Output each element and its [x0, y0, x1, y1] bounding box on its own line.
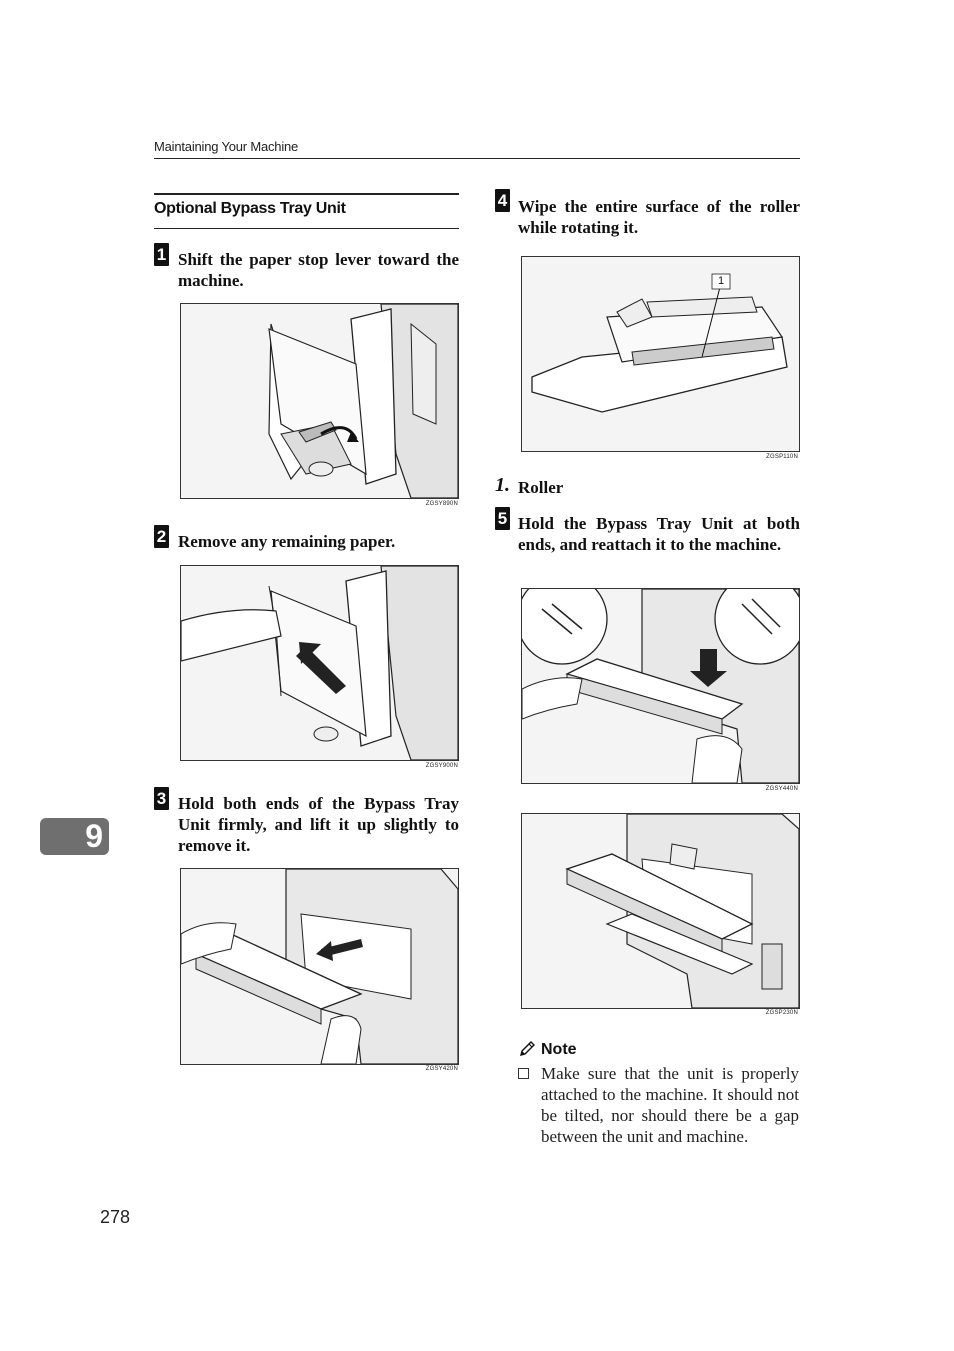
header-rule: [154, 158, 800, 159]
step-2-text: Remove any remaining paper.: [178, 532, 396, 551]
figure-code-5b: ZGSP230N: [765, 1010, 798, 1016]
figure-code-2: ZGSY900N: [425, 763, 458, 769]
chapter-tab: 9: [40, 818, 109, 855]
running-header: Maintaining Your Machine: [154, 139, 299, 154]
checkbox-icon: [518, 1068, 529, 1079]
legend-label: Roller: [518, 478, 564, 497]
pencil-icon: [518, 1040, 536, 1058]
step-number-5: 5: [495, 507, 510, 530]
figure-code-3: ZGSY420N: [425, 1066, 458, 1072]
step-5-text: Hold the Bypass Tray Unit at both ends, …: [518, 514, 800, 554]
note-title: Note: [541, 1041, 577, 1058]
figure-step-1: [180, 303, 459, 499]
figure-step-5a: [521, 588, 800, 784]
lift-tray-unit-illustration: [181, 869, 458, 1064]
step-4-text: Wipe the entire surface of the roller wh…: [518, 197, 800, 237]
tray-attached-illustration: [522, 814, 799, 1008]
paper-stop-lever-illustration: [181, 304, 458, 498]
remove-paper-illustration: [181, 566, 458, 760]
figure-step-2: [180, 565, 459, 761]
note-item-1: Make sure that the unit is properly atta…: [541, 1064, 799, 1146]
figure-code-5a: ZGSY440N: [765, 786, 798, 792]
section-title: Optional Bypass Tray Unit: [154, 200, 346, 217]
step-number-1: 1: [154, 243, 169, 266]
figure-step-4: 1: [521, 256, 800, 452]
callout-number-1: 1: [717, 275, 725, 287]
page-number: 278: [100, 1207, 131, 1227]
step-1-text: Shift the paper stop lever toward the ma…: [178, 250, 459, 290]
roller-cleaning-illustration: [522, 257, 799, 451]
step-number-3: 3: [154, 787, 169, 810]
figure-code-4: ZGSP110N: [766, 454, 798, 460]
step-number-4: 4: [495, 189, 510, 212]
section-rule-bottom: [154, 228, 459, 229]
figure-step-5b: [521, 813, 800, 1009]
legend-number: 1.: [495, 474, 510, 496]
figure-code-1: ZGSY890N: [425, 501, 458, 507]
step-number-2: 2: [154, 525, 169, 548]
section-rule-top: [154, 193, 459, 195]
figure-step-3: [180, 868, 459, 1065]
step-3-text: Hold both ends of the Bypass Tray Unit f…: [178, 794, 459, 855]
reattach-tray-illustration: [522, 589, 799, 783]
